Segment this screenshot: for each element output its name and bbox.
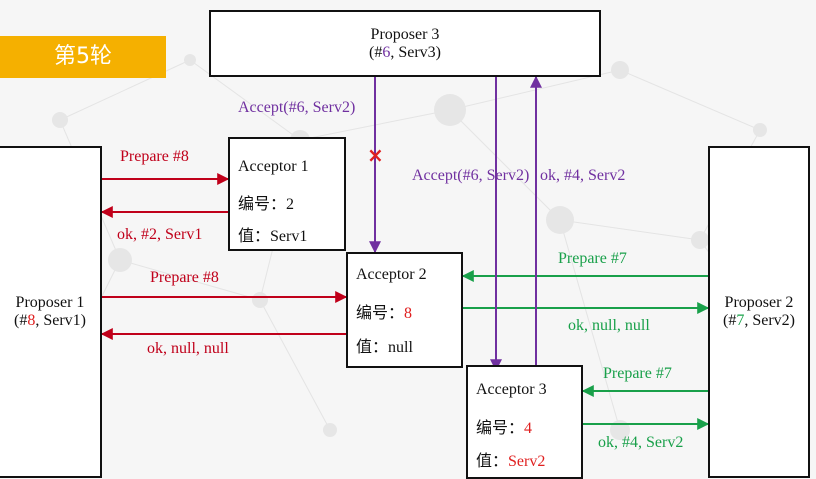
- acceptor-1-value: 值：Serv1: [238, 226, 308, 245]
- acceptor-2-box: Acceptor 2 编号：8 值：null: [346, 252, 463, 368]
- acceptor-1-number: 编号：2: [238, 194, 295, 213]
- acceptor-3-number: 编号：4: [476, 418, 533, 437]
- proposer-1-name: Proposer 1: [15, 294, 85, 311]
- label-p2-a2-prepare: Prepare #7: [558, 250, 627, 267]
- proposer-2-proposal: (#7, Serv2): [723, 312, 795, 329]
- label-p1-a2-prepare: Prepare #8: [150, 269, 219, 286]
- acceptor-2-name: Acceptor 2: [356, 266, 427, 283]
- label-a2-p2-reply: ok, null, null: [568, 317, 650, 334]
- label-a2-p1-reply: ok, null, null: [147, 340, 229, 357]
- acceptor-3-box: Acceptor 3 编号：4 值：Serv2: [466, 365, 583, 479]
- proposer-2-box: Proposer 2 (#7, Serv2): [708, 146, 810, 478]
- acceptor-2-value: 值：null: [356, 337, 413, 356]
- acceptor-3-name: Acceptor 3: [476, 381, 547, 398]
- proposer-1-proposal: (#8, Serv1): [14, 312, 86, 329]
- acceptor-3-value: 值：Serv2: [476, 451, 546, 470]
- proposer-1-box: Proposer 1 (#8, Serv1): [0, 146, 102, 478]
- label-p3-a3-accept: Accept(#6, Serv2): [412, 167, 530, 184]
- round-banner: 第5轮: [0, 36, 166, 78]
- acceptor-2-number: 编号：8: [356, 303, 413, 322]
- rejected-mark: ×: [367, 143, 384, 167]
- label-a1-p1-reply: ok, #2, Serv1: [117, 226, 203, 243]
- proposer-3-name: Proposer 3: [370, 25, 440, 43]
- acceptor-1-name: Acceptor 1: [238, 158, 309, 175]
- acceptor-1-box: Acceptor 1 编号：2 值：Serv1: [228, 137, 346, 251]
- proposer-3-box: Proposer 3 (#6, Serv3): [209, 10, 601, 77]
- label-a3-p2-reply: ok, #4, Serv2: [598, 434, 684, 451]
- label-p3-a2-accept: Accept(#6, Serv2): [238, 99, 356, 116]
- proposer-2-name: Proposer 2: [724, 294, 794, 311]
- label-a3-p3-reply: ok, #4, Serv2: [540, 167, 626, 184]
- label-p1-a1-prepare: Prepare #8: [120, 148, 189, 165]
- label-p2-a3-prepare: Prepare #7: [603, 365, 672, 382]
- proposer-3-proposal: (#6, Serv3): [369, 43, 441, 61]
